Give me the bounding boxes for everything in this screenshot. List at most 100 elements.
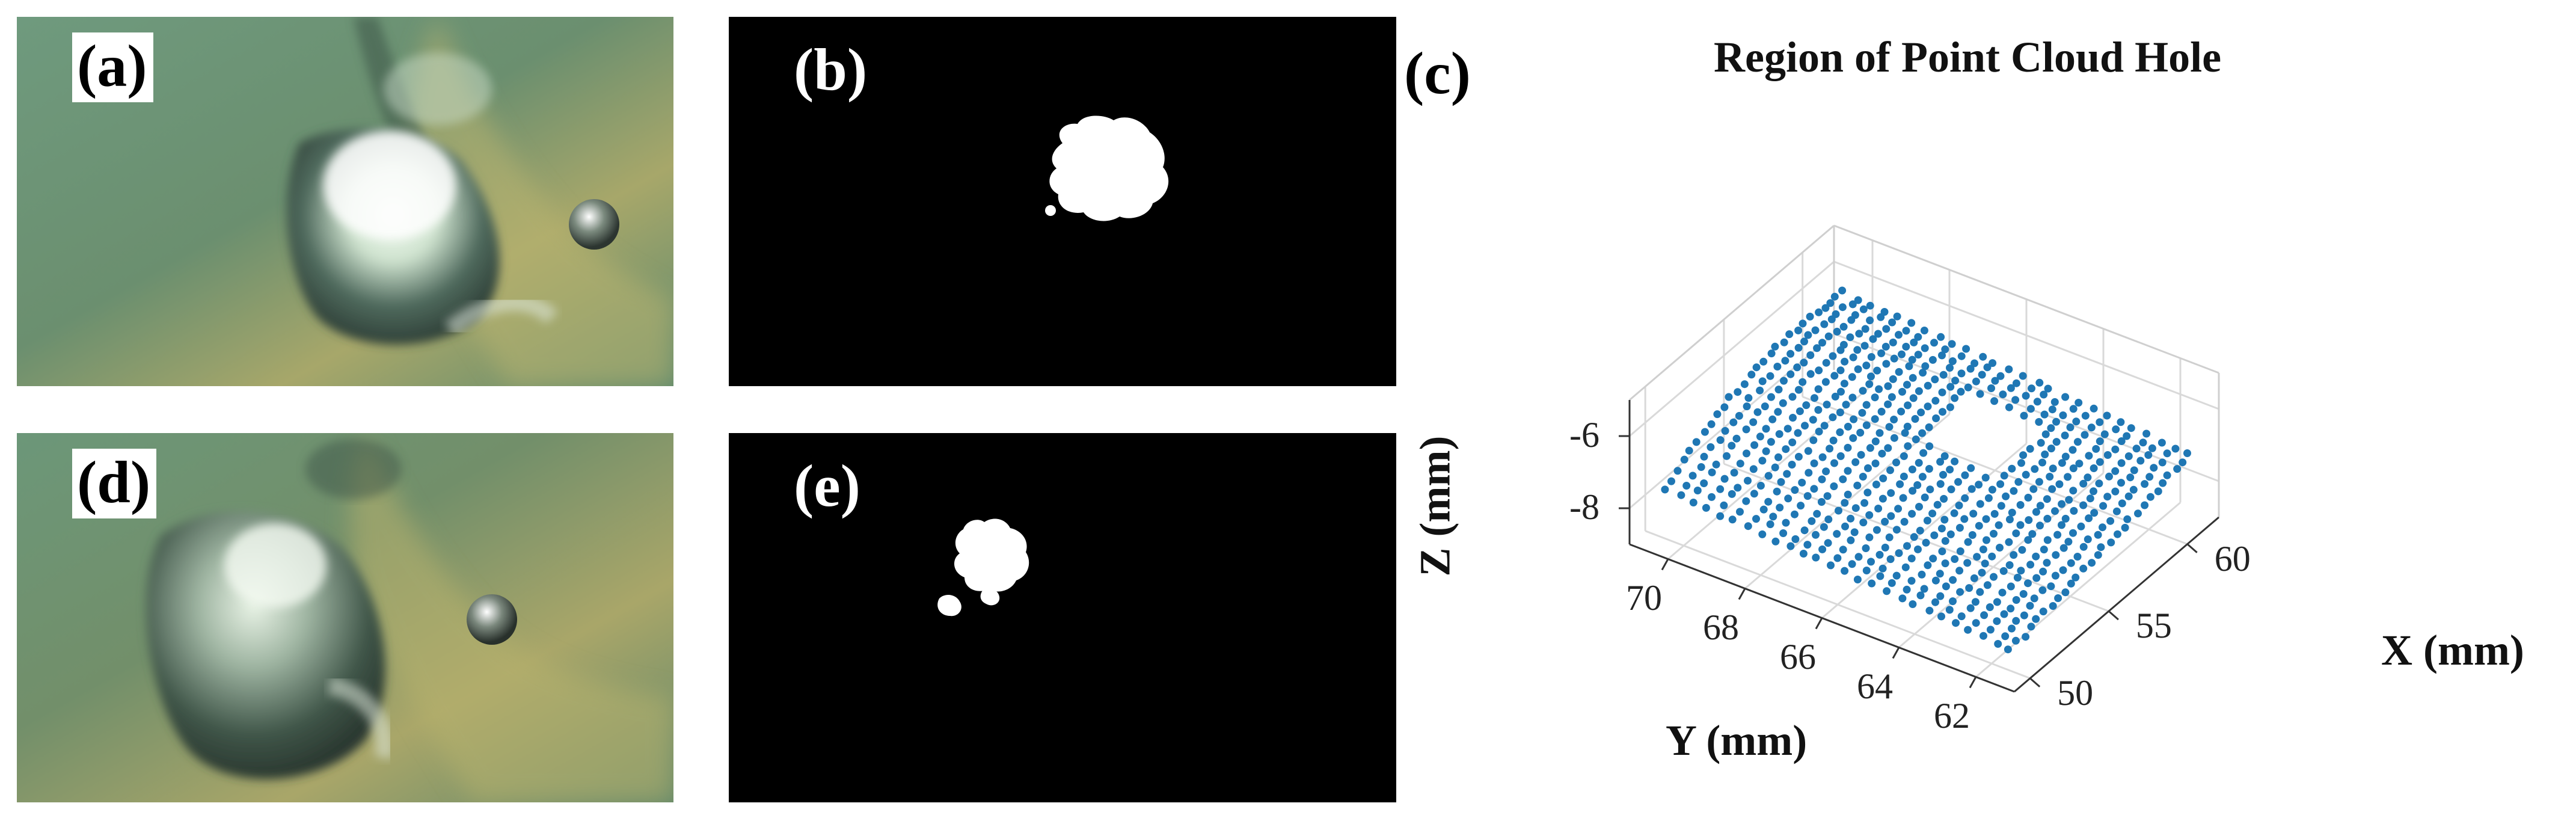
weld-surface-photo-a [17,17,673,386]
scatter-point [1942,582,1950,591]
scatter-point [2079,501,2088,509]
mask-panel-b: (b) [729,17,1396,386]
scatter-point [2171,444,2180,453]
scatter-point [1936,592,1945,600]
scatter-point [1680,455,1688,464]
scatter-point [1948,340,1956,348]
scatter-point [2019,451,2028,460]
scatter-point [1940,515,1949,524]
scatter-point [1957,612,1966,621]
scatter-point [1826,444,1834,453]
scatter-point [1721,426,1729,435]
scatter-point [1836,408,1844,417]
scatter-point [1771,463,1779,472]
scatter-point [1693,487,1702,494]
scatter-point [1864,464,1872,472]
y-tick-label: 66 [1780,636,1816,677]
scatter-point [1916,526,1924,535]
scatter-point [1994,640,2002,648]
scatter-point [2022,470,2030,479]
scatter-point [1774,453,1782,461]
scatter-point [2040,410,2049,419]
scatter-point [1912,435,1920,443]
box-edge [1833,224,2219,374]
scatter-point [2145,473,2154,481]
scatter-point [2017,459,2025,467]
scatter-point [2047,444,2055,453]
scatter-point [1849,434,1857,442]
x-tick-label: 55 [2135,606,2172,646]
scatter-point [2048,405,2056,414]
scatter-point [1998,588,2007,597]
scatter-point [1774,408,1782,416]
scatter-point [2067,559,2075,567]
scatter-point [1919,369,1927,377]
scatter-point [1798,478,1806,487]
scatter-point [1878,494,1887,503]
scatter-point [1872,481,1880,488]
scatter-point [1918,570,1926,579]
scatter-point [1990,573,1998,581]
scatter-point [1677,491,1685,499]
scatter-point [1875,429,1884,437]
scatter-point [1905,362,1913,371]
scatter-point [1803,492,1812,500]
x-axis-line [2014,516,2219,693]
scatter-point [1837,387,1845,396]
scatter-point [1700,452,1708,461]
scatter-point [1898,350,1906,358]
scatter-point [2043,514,2052,523]
scatter-point [1759,357,1768,366]
scatter-point [1848,300,1857,309]
scatter-point [1903,422,1912,431]
scatter-point [1914,333,1922,341]
scatter-point [1667,477,1675,485]
scatter-point [1836,452,1845,460]
scatter-point [2100,430,2109,438]
scatter-point [1903,585,1911,594]
scatter-point [1898,594,1907,603]
scatter-point [2094,551,2102,559]
scatter-point [2032,574,2041,582]
scatter-point [2005,403,2013,411]
scatter-point [1881,517,1889,526]
scatter-point [2124,492,2133,500]
scatter-point [1909,374,1917,382]
scatter-point [1921,362,1930,371]
scatter-point [1758,530,1767,538]
scatter-point [1823,492,1832,500]
scatter-point [1844,467,1852,475]
scatter-point [1744,522,1752,530]
scatter-point [2027,623,2035,631]
scatter-point [2159,479,2167,487]
scatter-point [1812,530,1820,539]
scatter-point [1878,449,1886,458]
scatter-point [2025,516,2033,524]
scatter-point [1990,509,1999,518]
scatter-point [1800,358,1808,367]
scatter-point [2016,501,2025,509]
y-axis-label: Y (mm) [1666,716,1808,764]
scatter-point [1848,393,1857,402]
scatter-point [1979,352,1987,361]
scatter-point [1879,474,1888,482]
scatter-point [2069,464,2078,473]
scatter-point [1796,407,1804,416]
panel-label-b: (b) [794,36,868,103]
scatter-point [1893,312,1901,321]
scatter-point [1901,563,1910,571]
scatter-point [2005,365,2013,374]
scatter-point [1930,531,1939,540]
scatter-point [1922,538,1930,547]
scatter-point [1771,537,1780,546]
scatter-point [1782,445,1790,454]
scatter-point [2069,405,2078,413]
scatter-point [1789,414,1797,422]
scatter-point [1764,472,1773,480]
scatter-point [2004,645,2012,654]
scatter-point [1920,585,1928,593]
scatter-point [1791,510,1799,518]
scatter-point [1885,533,1894,541]
scatter-point [2064,473,2072,481]
scatter-point [1888,579,1896,587]
